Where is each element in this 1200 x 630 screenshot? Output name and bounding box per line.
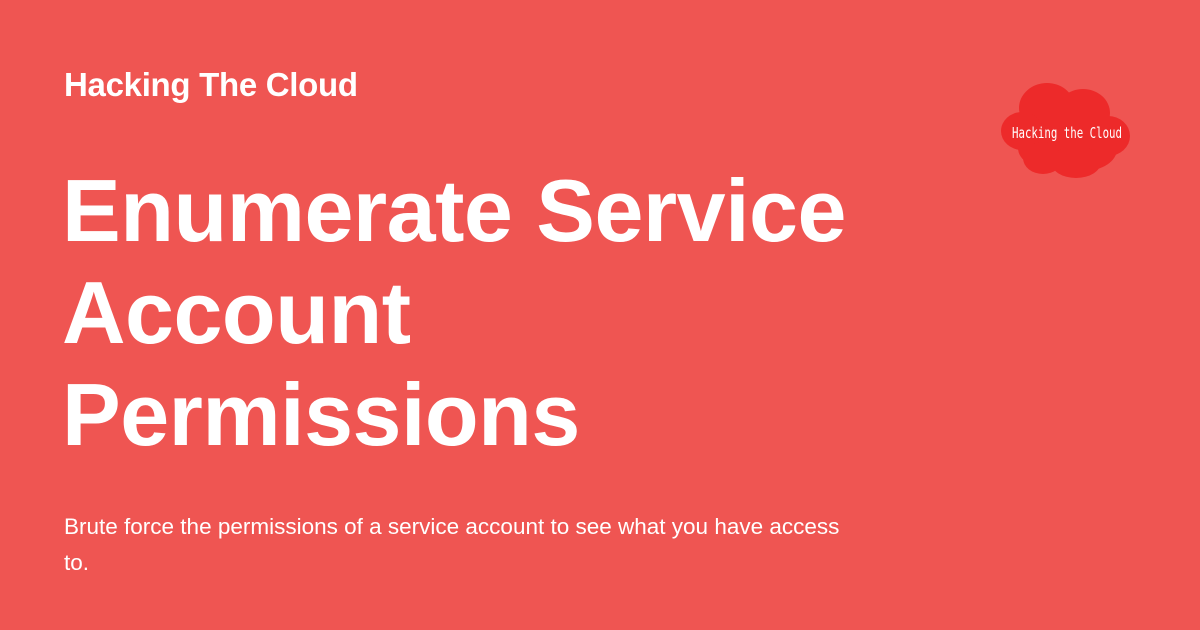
- page-title: Enumerate Service Account Permissions: [62, 160, 962, 466]
- page-description: Brute force the permissions of a service…: [64, 514, 840, 575]
- page-title-line: Account: [62, 263, 411, 362]
- cloud-logo-icon: Hacking the Cloud: [1000, 80, 1134, 178]
- logo-text: Hacking the Cloud: [1012, 124, 1122, 142]
- page-title-line: Enumerate Service: [62, 161, 846, 260]
- page-title-line: Permissions: [62, 365, 580, 464]
- site-name: Hacking The Cloud: [64, 66, 358, 103]
